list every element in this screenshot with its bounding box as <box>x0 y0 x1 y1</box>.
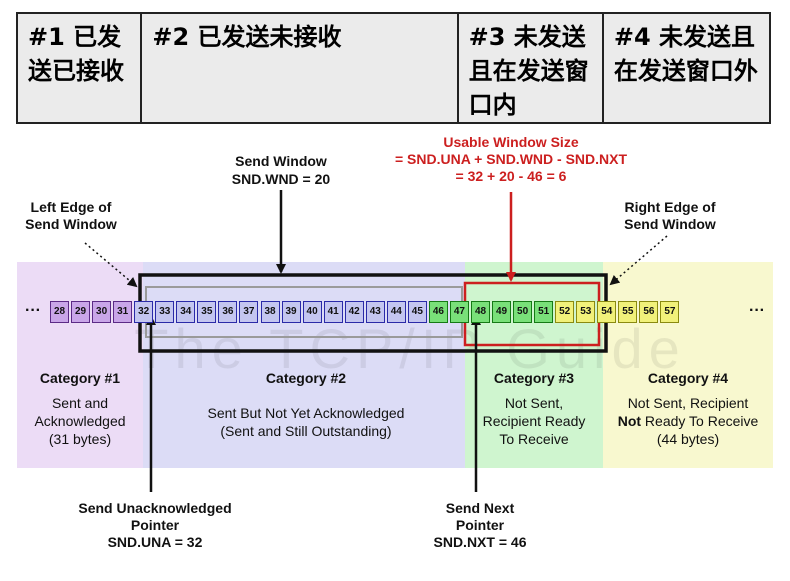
byte-cell-45: 45 <box>407 301 427 323</box>
category-1-line-2: Acknowledged <box>34 413 126 429</box>
byte-cell-41: 41 <box>323 301 343 323</box>
left-edge-line-1: Left Edge of <box>30 199 112 215</box>
usable-window-title: Usable Window Size <box>443 134 579 150</box>
left-edge-arrow <box>84 242 138 288</box>
category-4-line-3: (44 bytes) <box>656 431 720 447</box>
send-window-value: SND.WND = 20 <box>231 171 331 187</box>
send-window-title: Send Window <box>235 153 327 169</box>
byte-cell-54: 54 <box>597 301 617 323</box>
byte-cell-36: 36 <box>218 301 238 323</box>
snd-nxt-line-1: Send Next <box>445 500 515 516</box>
category-4-bold-word: Not <box>617 413 642 429</box>
left-edge-line-2: Send Window <box>25 216 117 232</box>
category-3-region <box>465 262 603 468</box>
byte-cell-32: 32 <box>134 301 154 323</box>
watermark: The TCP/IP Guide <box>134 317 686 380</box>
category-3-text: Category #3 Not Sent, Recipient Ready To… <box>465 370 603 448</box>
category-4-region <box>603 262 773 468</box>
byte-cell-42: 42 <box>344 301 364 323</box>
category-1-line-3: (31 bytes) <box>48 431 112 447</box>
header-cell-4: #4 未发送且在发送窗口外 <box>613 23 758 85</box>
snd-una-line-2: Pointer <box>130 517 180 533</box>
category-3-title: Category #3 <box>493 370 575 386</box>
category-4-title: Category #4 <box>647 370 729 386</box>
byte-cell-57: 57 <box>660 301 680 323</box>
category-4-line-2: Not Ready To Receive <box>603 412 773 430</box>
category-2-line-2: (Sent and Still Outstanding) <box>220 423 392 439</box>
byte-cell-30: 30 <box>92 301 112 323</box>
byte-cell-43: 43 <box>365 301 385 323</box>
usable-window-formula: = SND.UNA + SND.WND - SND.NXT <box>394 151 628 167</box>
byte-cell-49: 49 <box>492 301 512 323</box>
right-ellipsis: ··· <box>749 302 765 319</box>
category-3-line-1: Not Sent, <box>504 395 564 411</box>
byte-cell-48: 48 <box>471 301 490 323</box>
category-1-region <box>17 262 143 468</box>
category-4-text: Category #4 Not Sent, Recipient Not Read… <box>603 370 773 448</box>
right-edge-label: Right Edge of Send Window <box>600 199 740 233</box>
snd-una-label: Send Unacknowledged Pointer SND.UNA = 32 <box>50 500 260 551</box>
byte-cell-51: 51 <box>534 301 554 323</box>
right-edge-line-2: Send Window <box>624 216 716 232</box>
right-edge-arrow <box>609 235 668 286</box>
category-4-line-2-rest: Ready To Receive <box>641 413 759 429</box>
header-cell-3: #3 未发送且在发送窗口内 <box>459 14 604 122</box>
left-edge-label: Left Edge of Send Window <box>6 199 136 233</box>
byte-cell-44: 44 <box>386 301 406 323</box>
category-1-title: Category #1 <box>39 370 121 386</box>
snd-una-line-1: Send Unacknowledged <box>78 500 232 516</box>
category-1-line-1: Sent and <box>51 395 109 411</box>
snd-una-line-3: SND.UNA = 32 <box>107 534 203 550</box>
snd-nxt-line-3: SND.NXT = 46 <box>433 534 527 550</box>
byte-cell-40: 40 <box>302 301 322 323</box>
byte-cell-39: 39 <box>281 301 301 323</box>
header-table: #1 已发送已接收 #2 已发送未接收 #3 未发送且在发送窗口内 #4 未发送… <box>16 12 771 124</box>
category-2-title: Category #2 <box>265 370 347 386</box>
left-ellipsis: ··· <box>25 302 41 319</box>
snd-nxt-line-2: Pointer <box>455 517 505 533</box>
byte-cell-34: 34 <box>176 301 196 323</box>
send-window-label: Send Window SND.WND = 20 <box>200 152 362 188</box>
category-3-line-2: Recipient Ready <box>482 413 586 429</box>
category-2-text: Category #2 Sent But Not Yet Acknowledge… <box>175 370 437 440</box>
byte-cell-46: 46 <box>428 301 448 323</box>
byte-cell-33: 33 <box>155 301 175 323</box>
usable-window-label: Usable Window Size = SND.UNA + SND.WND -… <box>372 134 650 185</box>
byte-cell-50: 50 <box>513 301 533 323</box>
usable-window-calc: = 32 + 20 - 46 = 6 <box>455 168 567 184</box>
header-cell-1: #1 已发送已接收 <box>18 14 143 122</box>
category-2-region <box>143 262 465 468</box>
header-cell-2: #2 已发送未接收 <box>142 14 459 122</box>
category-3-line-3: To Receive <box>499 431 569 447</box>
category-2-line-1: Sent But Not Yet Acknowledged <box>207 405 405 421</box>
byte-cell-56: 56 <box>639 301 659 323</box>
byte-cell-52: 52 <box>555 301 575 323</box>
byte-cell-28: 28 <box>50 301 69 323</box>
byte-cell-35: 35 <box>197 301 217 323</box>
byte-cell-37: 37 <box>239 301 259 323</box>
byte-cell-53: 53 <box>576 301 596 323</box>
snd-nxt-label: Send Next Pointer SND.NXT = 46 <box>410 500 550 551</box>
right-edge-line-1: Right Edge of <box>624 199 716 215</box>
category-1-text: Category #1 Sent and Acknowledged (31 by… <box>17 370 143 448</box>
byte-cell-31: 31 <box>113 301 133 323</box>
byte-cell-47: 47 <box>449 301 469 323</box>
byte-cell-29: 29 <box>71 301 91 323</box>
byte-cell-55: 55 <box>618 301 638 323</box>
category-4-line-1: Not Sent, Recipient <box>627 395 749 411</box>
byte-cell-38: 38 <box>260 301 280 323</box>
